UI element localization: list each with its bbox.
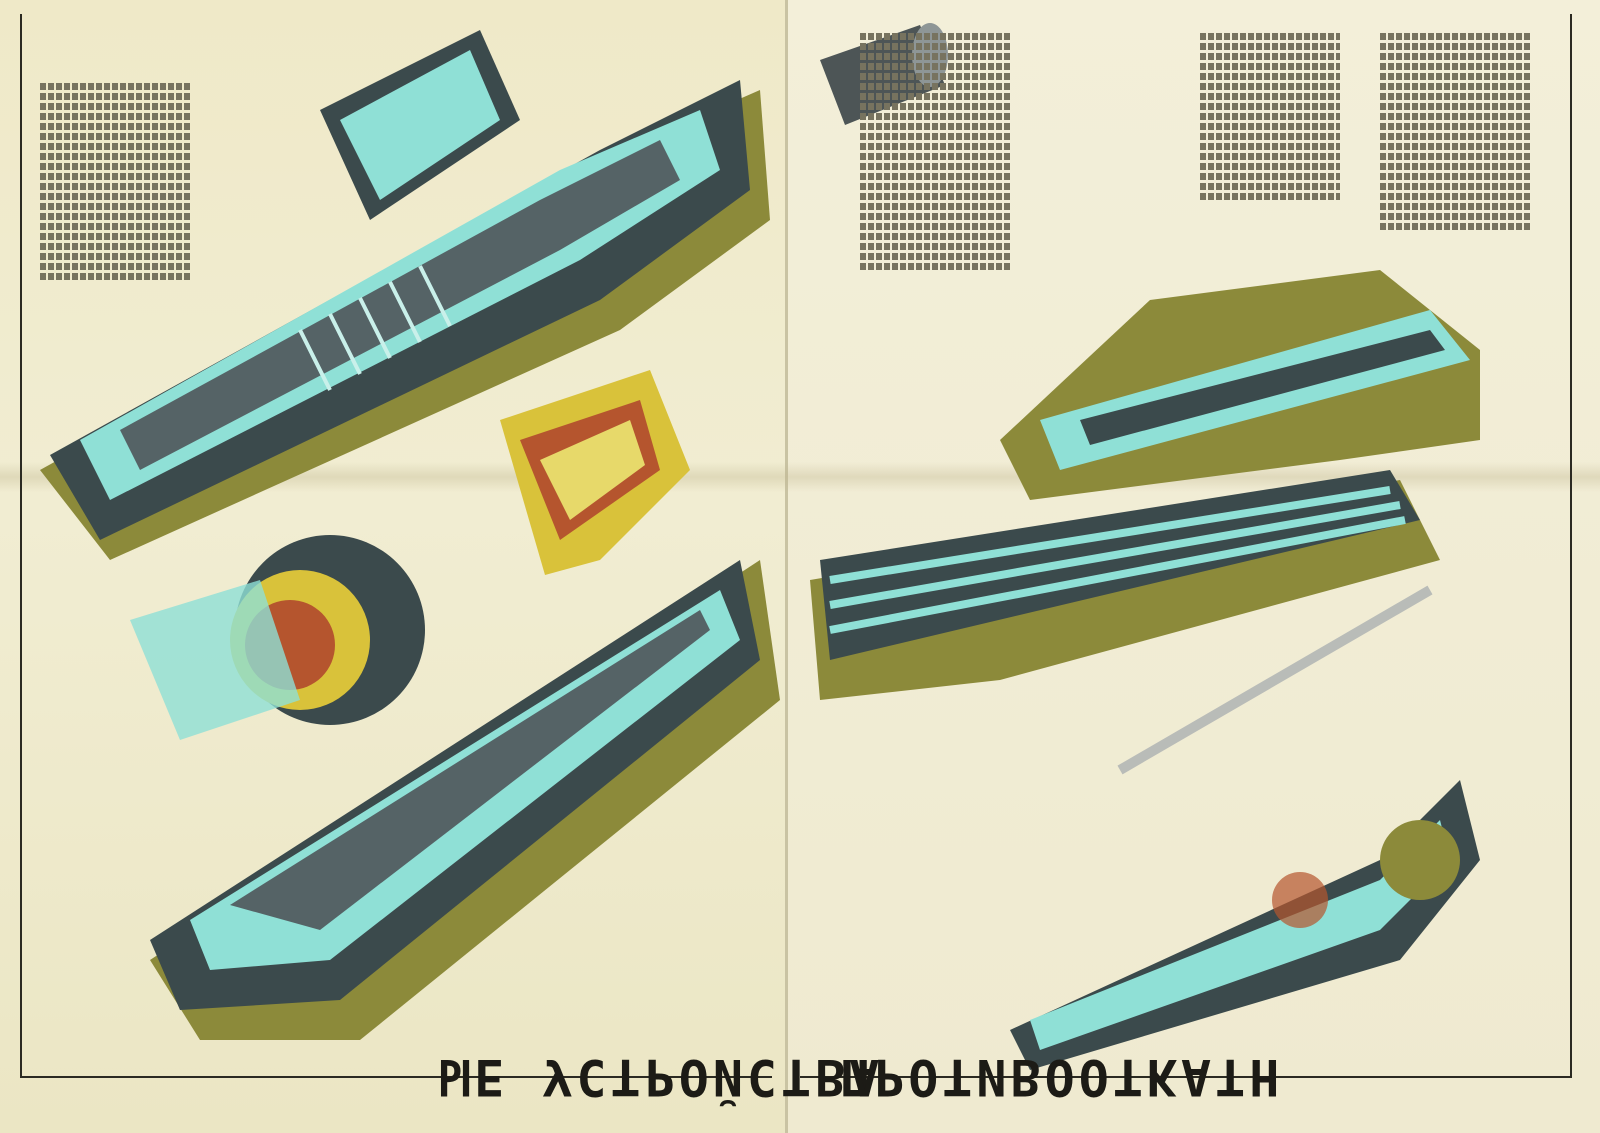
recuperator-right-cutaway bbox=[1000, 270, 1480, 500]
fold-line-vertical bbox=[785, 0, 788, 1133]
parts-legend-left bbox=[40, 80, 190, 283]
recoil-brake-cutaway bbox=[150, 560, 780, 1040]
parts-legend-right-2 bbox=[1200, 30, 1340, 203]
left-border-frame bbox=[20, 14, 772, 1078]
flange-assembly-cutaway bbox=[130, 535, 425, 740]
poster-title-part1: ПРОТИВООТКАТН bbox=[840, 1048, 1284, 1106]
regulator-cutaway bbox=[1010, 780, 1480, 1070]
parts-legend-right-1 bbox=[860, 30, 1010, 273]
recuperator-cutaway bbox=[40, 80, 770, 560]
cylinder-group-right-cutaway bbox=[810, 470, 1440, 700]
valve-assembly-cutaway bbox=[320, 30, 520, 220]
poster-title-part2: ЫЕ УСТРОЙСТВА bbox=[440, 1048, 884, 1106]
rod-part bbox=[1117, 585, 1433, 775]
parts-legend-right-3 bbox=[1380, 30, 1530, 233]
right-border-frame bbox=[800, 14, 1572, 1078]
piston-head-cutaway bbox=[500, 370, 690, 575]
